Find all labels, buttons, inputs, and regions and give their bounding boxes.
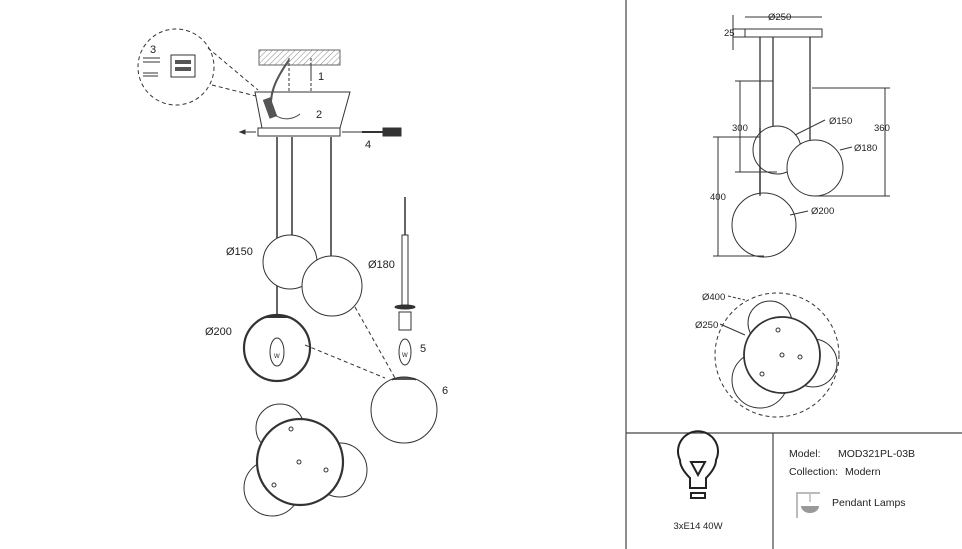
globe-6	[370, 376, 438, 444]
dim-globe-200: Ø200	[811, 206, 834, 217]
detail-magnifier	[137, 28, 215, 106]
bulb-5	[398, 338, 412, 366]
pendant-lamp-icon	[796, 492, 820, 518]
bulb-icon	[269, 337, 285, 367]
category-label: Pendant Lamps	[832, 497, 906, 509]
assembly-drawing	[137, 28, 438, 517]
dim-canopy-height: 25	[724, 28, 735, 39]
step-4-label: 4	[365, 139, 371, 151]
globe-200	[242, 313, 312, 383]
model-value: MOD321PL-03B	[838, 448, 916, 460]
step-2-label: 2	[316, 109, 322, 121]
dim-drop-300: 300	[732, 123, 748, 134]
globe-180-label: Ø180	[368, 259, 395, 271]
bulb-spec: 3xE14 40W	[673, 521, 723, 532]
dim-globe-180: Ø180	[854, 143, 877, 154]
step-3-label: 3	[150, 44, 156, 56]
dim-drop-400: 400	[710, 192, 726, 203]
collection-value: Modern	[845, 466, 881, 478]
canopy-side	[744, 28, 823, 38]
model-label: Model:	[789, 448, 821, 460]
panel-dividers	[625, 0, 962, 549]
socket	[398, 311, 412, 331]
terminal-block-icon	[170, 54, 196, 78]
ceiling-block	[258, 49, 341, 66]
bulb-mark-5: W	[402, 353, 408, 359]
assembly-labels: 1 2 3 4 5 6 Ø150 Ø180 Ø200 W W	[150, 44, 448, 397]
bulb-mark: W	[274, 354, 280, 360]
step-1-label: 1	[318, 71, 324, 83]
dim-top-outer: Ø400	[702, 292, 725, 303]
dim-canopy-diameter: Ø250	[768, 12, 791, 23]
globe-180	[301, 255, 363, 317]
dim-top-canopy: Ø250	[695, 320, 718, 331]
dimension-labels: Ø250 25 300 360 400 Ø150 Ø180 Ø200 Ø400 …	[695, 12, 890, 331]
top-view-canopy	[255, 417, 345, 507]
step-6-label: 6	[442, 385, 448, 397]
dimension-drawing	[713, 15, 890, 418]
top-view-canopy-right	[743, 316, 821, 394]
collection-label: Collection:	[789, 466, 839, 478]
dim-globe-150: Ø150	[829, 116, 852, 127]
lightbulb-icon	[677, 430, 719, 499]
dim-drop-360: 360	[874, 123, 890, 134]
screwdriver-icon	[382, 127, 402, 137]
globe-200-label: Ø200	[205, 326, 232, 338]
mount-plate	[257, 127, 341, 137]
step-5-label: 5	[420, 343, 426, 355]
globe-150-label: Ø150	[226, 246, 253, 258]
